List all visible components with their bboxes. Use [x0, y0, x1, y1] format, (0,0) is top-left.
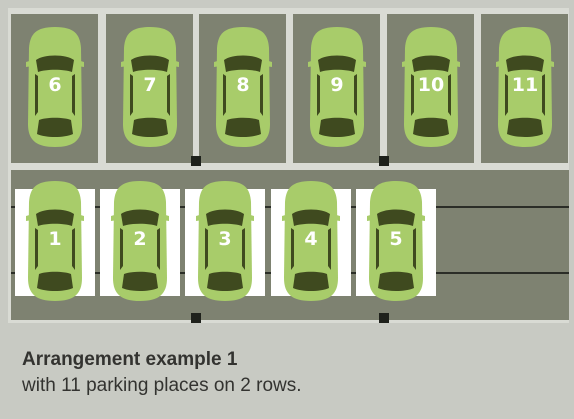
car-spot-9[interactable]: 9: [306, 24, 368, 150]
spot-number: 5: [389, 228, 403, 250]
car-spot-6[interactable]: 6: [24, 24, 86, 150]
spot-number: 4: [304, 228, 318, 250]
car-spot-4[interactable]: 4: [280, 178, 342, 304]
car-spot-5[interactable]: 5: [365, 178, 427, 304]
car-spot-2[interactable]: 2: [109, 178, 171, 304]
caption-subtitle: with 11 parking places on 2 rows.: [22, 375, 302, 396]
spot-number: 7: [143, 74, 157, 96]
car-top-view-icon: [111, 181, 169, 301]
spot-number: 8: [236, 74, 250, 96]
caption: Arrangement example 1 with 11 parking pl…: [22, 347, 562, 399]
car-top-view-icon: [121, 27, 179, 147]
spot-number: 1: [48, 228, 62, 250]
car-spot-7[interactable]: 7: [119, 24, 181, 150]
spot-number: 11: [511, 74, 539, 96]
car-top-view-icon: [402, 27, 460, 147]
car-top-view-icon: [214, 27, 272, 147]
car-top-view-icon: [496, 27, 554, 147]
car-top-view-icon: [196, 181, 254, 301]
pillar-square-icon: [191, 156, 201, 166]
car-spot-10[interactable]: 10: [400, 24, 462, 150]
car-top-view-icon: [282, 181, 340, 301]
pillar-square-icon: [379, 313, 389, 323]
caption-title: Arrangement example 1: [22, 349, 238, 370]
spot-number: 9: [330, 74, 344, 96]
car-top-view-icon: [308, 27, 366, 147]
car-spot-8[interactable]: 8: [212, 24, 274, 150]
spot-number: 2: [133, 228, 147, 250]
spot-number: 3: [218, 228, 232, 250]
car-spot-1[interactable]: 1: [24, 178, 86, 304]
pillar-square-icon: [379, 156, 389, 166]
car-spot-3[interactable]: 3: [194, 178, 256, 304]
spot-number: 10: [417, 74, 445, 96]
car-spot-11[interactable]: 11: [494, 24, 556, 150]
car-top-view-icon: [26, 181, 84, 301]
pillar-square-icon: [191, 313, 201, 323]
spot-number: 6: [48, 74, 62, 96]
car-top-view-icon: [26, 27, 84, 147]
car-top-view-icon: [367, 181, 425, 301]
